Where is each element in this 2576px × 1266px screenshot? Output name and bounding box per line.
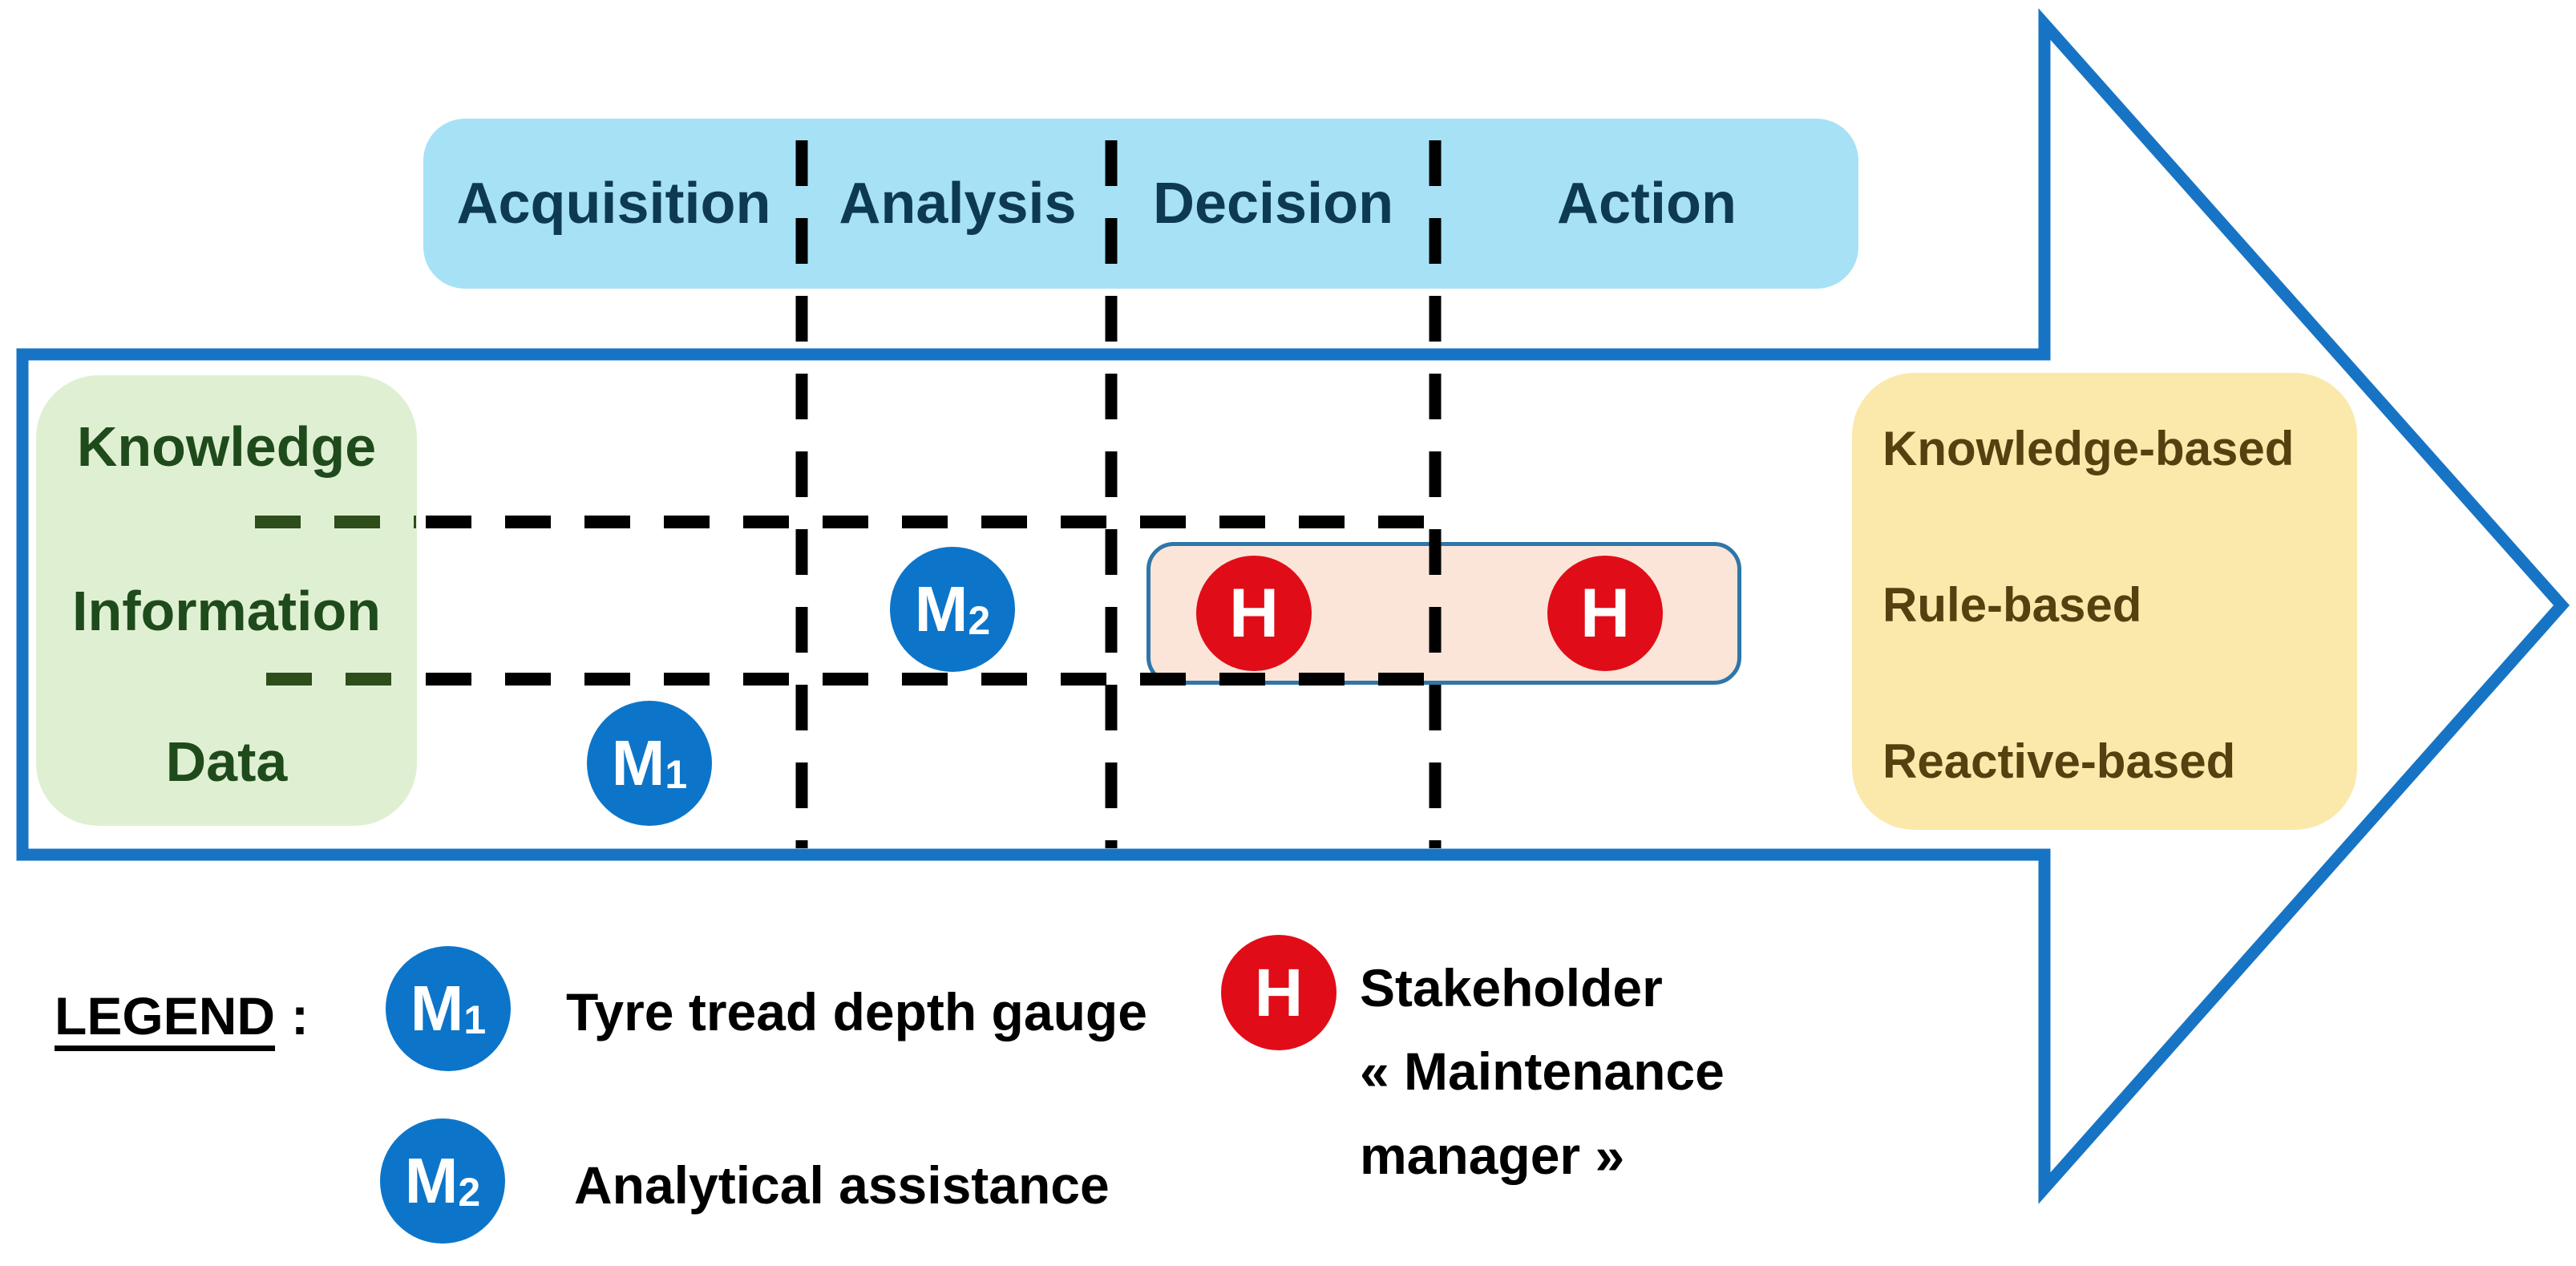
- decision-modes-box: [1852, 373, 2357, 830]
- legend-badge-m1-subscript: 1: [463, 997, 487, 1042]
- mode-label-rule-based: Rule-based: [1882, 578, 2142, 632]
- legend-badge-m2-subscript: 2: [458, 1170, 481, 1215]
- legend-title-text: LEGEND: [55, 986, 276, 1046]
- marker-m2-subscript: 2: [968, 598, 991, 643]
- legend-badge-m2-label: M: [404, 1145, 459, 1216]
- level-label-information: Information: [72, 580, 381, 642]
- level-label-knowledge: Knowledge: [76, 415, 377, 478]
- knowledge-levels-box: [36, 375, 417, 826]
- legend-badge-m1-label: M: [410, 973, 464, 1044]
- marker-h-action: H: [1547, 556, 1663, 671]
- legend-title-separator: :: [291, 986, 309, 1046]
- marker-m1-label: M: [611, 727, 665, 799]
- mode-label-reactive-based: Reactive-based: [1882, 734, 2236, 788]
- legend-badge-h: H: [1221, 935, 1337, 1050]
- stage-label-decision: Decision: [1152, 172, 1394, 236]
- marker-h-action-label: H: [1579, 575, 1631, 652]
- stage-label-acquisition: Acquisition: [456, 172, 771, 236]
- marker-h-decision: H: [1196, 556, 1312, 671]
- marker-h-decision-label: H: [1228, 575, 1280, 652]
- legend-label-m1: Tyre tread depth gauge: [566, 982, 1147, 1042]
- legend-title: LEGEND:: [55, 985, 309, 1046]
- mode-label-knowledge-based: Knowledge-based: [1882, 422, 2295, 475]
- stage-label-analysis: Analysis: [839, 172, 1077, 236]
- legend-label-stakeholder: Stakeholder « Maintenance manager »: [1360, 958, 1725, 1185]
- legend-label-m2: Analytical assistance: [574, 1155, 1110, 1215]
- marker-m1-subscript: 1: [665, 752, 688, 797]
- stage-label-action: Action: [1557, 172, 1737, 236]
- stage-bar: Acquisition Analysis Decision Action: [423, 119, 1858, 289]
- level-label-data: Data: [165, 730, 288, 793]
- marker-m2-label: M: [914, 573, 969, 645]
- legend-badge-h-label: H: [1254, 955, 1304, 1030]
